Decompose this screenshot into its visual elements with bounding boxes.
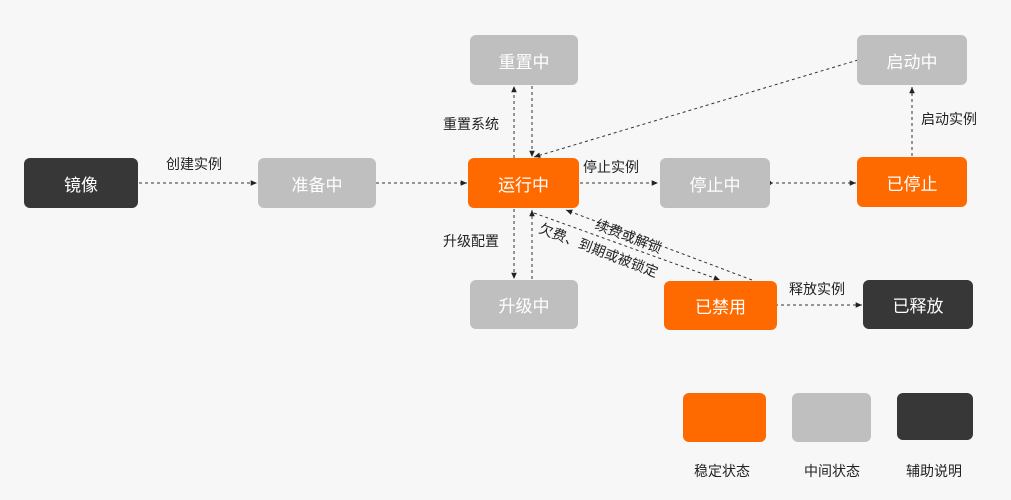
- legend-intermediate-swatch: [792, 393, 871, 442]
- label-stop-instance: 停止实例: [583, 160, 639, 176]
- legend-intermediate-label: 中间状态: [804, 464, 860, 480]
- node-stopped: 已停止: [857, 157, 967, 207]
- node-released: 已释放: [863, 280, 973, 329]
- node-starting: 启动中: [857, 35, 967, 85]
- legend-auxiliary-label: 辅助说明: [906, 464, 962, 480]
- legend-stable-label: 稳定状态: [694, 464, 750, 480]
- label-reset-system: 重置系统: [443, 117, 499, 133]
- edge-starting-to-running: [533, 59, 859, 158]
- node-stopping: 停止中: [660, 158, 770, 208]
- node-upgrading: 升级中: [470, 280, 578, 329]
- node-image: 镜像: [24, 158, 138, 208]
- legend-auxiliary-swatch: [897, 393, 973, 440]
- legend-stable-swatch: [683, 393, 766, 442]
- node-running: 运行中: [468, 158, 579, 208]
- label-create-instance: 创建实例: [166, 157, 222, 173]
- edge-running-to-disabled: [533, 212, 721, 281]
- node-preparing: 准备中: [258, 158, 376, 208]
- label-upgrade-config: 升级配置: [443, 234, 499, 250]
- node-resetting: 重置中: [470, 35, 578, 85]
- label-release-instance: 释放实例: [789, 282, 845, 298]
- node-disabled: 已禁用: [664, 281, 777, 330]
- label-start-instance: 启动实例: [921, 112, 977, 128]
